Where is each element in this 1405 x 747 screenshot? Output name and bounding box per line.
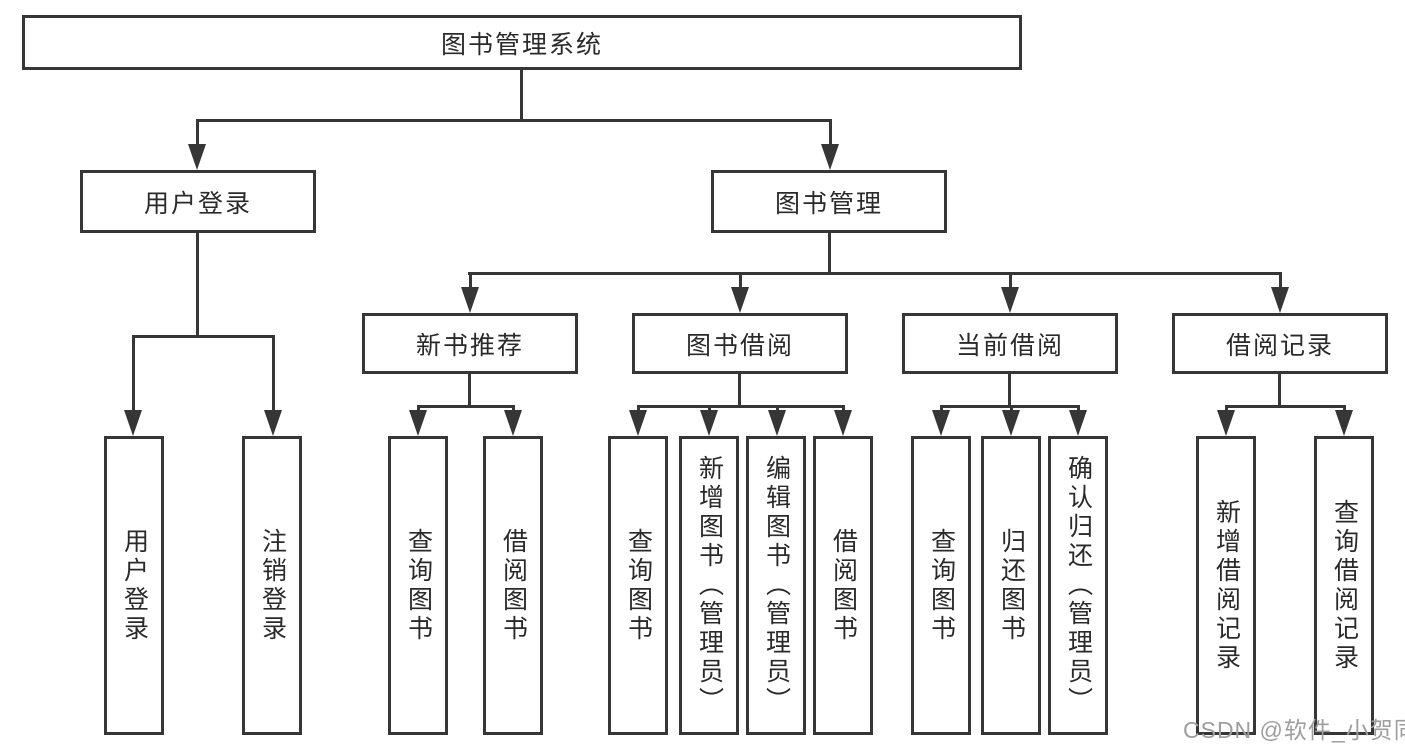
leaf-current-return-books: 归还图书	[981, 436, 1041, 735]
arrow-down-icon	[124, 410, 142, 436]
leaf-borrowing-add-books: 新增图书（管理员）	[679, 436, 739, 735]
connector-line	[468, 374, 471, 408]
leaf-current-return-books-label: 归还图书	[997, 527, 1026, 644]
connector-line	[1009, 272, 1012, 293]
connector-line	[1008, 374, 1011, 408]
leaf-recommend-query-books: 查询图书	[388, 436, 448, 735]
leaf-records-add-record: 新增借阅记录	[1196, 436, 1256, 735]
leaf-borrowing-edit-books: 编辑图书（管理员）	[746, 436, 806, 735]
connector-line	[469, 272, 472, 293]
arrow-down-icon	[768, 410, 786, 436]
leaf-records-add-record-label: 新增借阅记录	[1212, 498, 1241, 673]
node-book-borrowing-label: 图书借阅	[685, 331, 794, 360]
arrow-down-icon	[1002, 410, 1020, 436]
connector-line	[1279, 272, 1282, 293]
leaf-records-query-record: 查询借阅记录	[1314, 436, 1374, 735]
leaf-user-login-label: 用户登录	[120, 527, 149, 644]
csdn-watermark: CSDN @软件_小贺同学	[1183, 717, 1405, 743]
arrow-down-icon	[700, 410, 718, 436]
connector-line	[738, 374, 741, 408]
node-book-management: 图书管理	[711, 170, 947, 233]
node-book-management-label: 图书管理	[774, 189, 883, 218]
arrow-down-icon	[1001, 287, 1019, 313]
leaf-recommend-borrow-books: 借阅图书	[483, 436, 543, 735]
leaf-current-query-books: 查询图书	[911, 436, 971, 735]
arrow-down-icon	[461, 287, 479, 313]
connector-line	[132, 335, 135, 416]
node-user-login: 用户登录	[80, 170, 316, 233]
leaf-recommend-borrow-books-label: 借阅图书	[499, 527, 528, 644]
leaf-logout-label: 注销登录	[258, 527, 287, 644]
connector-line	[1278, 374, 1281, 408]
arrow-down-icon	[834, 410, 852, 436]
node-borrow-records-label: 借阅记录	[1225, 331, 1334, 360]
connector-line	[637, 405, 845, 408]
arrow-down-icon	[504, 410, 522, 436]
leaf-logout: 注销登录	[242, 436, 302, 735]
arrow-down-icon	[409, 410, 427, 436]
leaf-borrowing-query-books-label: 查询图书	[624, 527, 653, 644]
node-root: 图书管理系统	[22, 15, 1022, 70]
arrow-down-icon	[629, 410, 647, 436]
arrow-down-icon	[188, 144, 206, 170]
node-new-book-recommend-label: 新书推荐	[415, 331, 524, 360]
leaf-borrowing-query-books: 查询图书	[608, 436, 668, 735]
arrow-down-icon	[1217, 410, 1235, 436]
connector-line	[468, 272, 1281, 275]
connector-line	[272, 335, 275, 416]
arrow-down-icon	[821, 144, 839, 170]
node-current-borrowing-label: 当前借阅	[955, 331, 1064, 360]
leaf-user-login: 用户登录	[104, 436, 164, 735]
connector-line	[1225, 405, 1346, 408]
arrow-down-icon	[264, 410, 282, 436]
connector-line	[829, 119, 832, 150]
leaf-borrowing-add-books-label: 新增图书（管理员）	[695, 455, 724, 716]
connector-line	[417, 405, 515, 408]
leaf-borrowing-edit-books-label: 编辑图书（管理员）	[762, 455, 791, 716]
leaf-current-query-books-label: 查询图书	[927, 527, 956, 644]
node-root-label: 图书管理系统	[440, 30, 603, 59]
connector-line	[520, 70, 523, 120]
connector-line	[828, 233, 831, 275]
leaf-records-query-record-label: 查询借阅记录	[1330, 498, 1359, 673]
node-current-borrowing: 当前借阅	[902, 313, 1118, 374]
connector-line	[196, 233, 199, 338]
node-user-login-label: 用户登录	[143, 189, 252, 218]
arrow-down-icon	[932, 410, 950, 436]
connector-line	[196, 119, 832, 122]
connector-line	[132, 335, 274, 338]
arrow-down-icon	[1335, 410, 1353, 436]
arrow-down-icon	[1271, 287, 1289, 313]
connector-line	[196, 119, 199, 150]
leaf-current-confirm-return: 确认归还（管理员）	[1048, 436, 1108, 735]
node-borrow-records: 借阅记录	[1172, 313, 1388, 374]
leaf-recommend-query-books-label: 查询图书	[404, 527, 433, 644]
node-new-book-recommend: 新书推荐	[362, 313, 578, 374]
leaf-borrowing-borrow-books: 借阅图书	[813, 436, 873, 735]
leaf-current-confirm-return-label: 确认归还（管理员）	[1064, 455, 1093, 716]
node-book-borrowing: 图书借阅	[632, 313, 848, 374]
arrow-down-icon	[1069, 410, 1087, 436]
arrow-down-icon	[731, 287, 749, 313]
connector-line	[739, 272, 742, 293]
leaf-borrowing-borrow-books-label: 借阅图书	[829, 527, 858, 644]
